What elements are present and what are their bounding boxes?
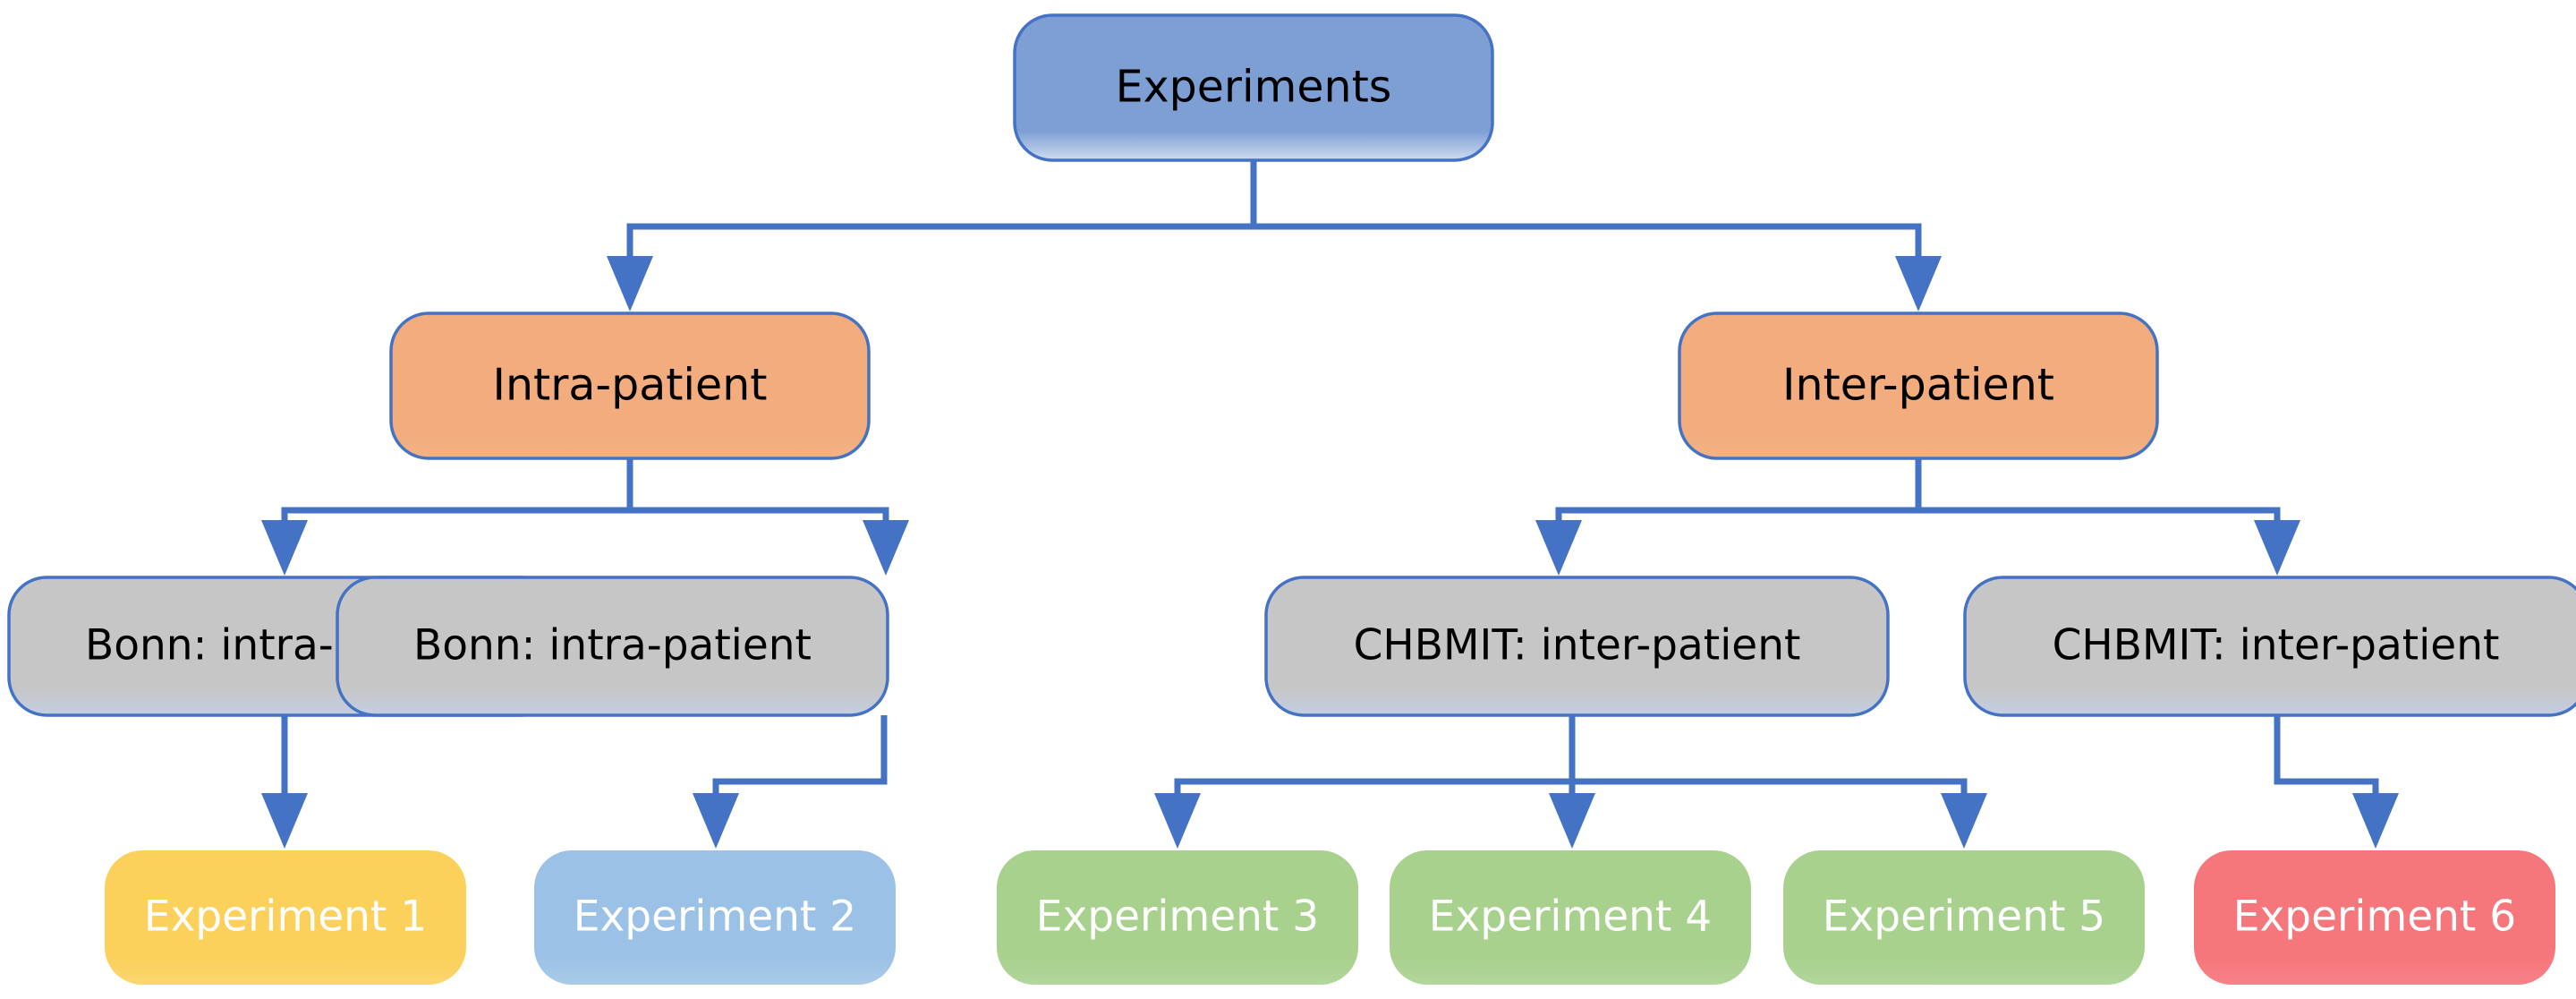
edge-intra-bonn2 [626, 458, 889, 533]
node-intra-shape [389, 312, 871, 460]
node-chb1[interactable]: CHBMIT: inter-patient [1264, 576, 1890, 717]
node-exp6-shape [2194, 850, 2555, 985]
node-root[interactable]: Experiments [1013, 13, 1494, 162]
node-exp5-shape [1783, 850, 2145, 985]
edge-bonn2-exp2 [712, 715, 888, 806]
edge-inter-chb2 [1915, 458, 2281, 533]
arrow-exp2-icon [693, 793, 739, 849]
arrow-chb1-icon [1535, 520, 1582, 576]
node-exp5[interactable]: Experiment 5 [1783, 850, 2145, 985]
edge-chb2-exp6 [2274, 715, 2379, 806]
edge-intra-bonn1 [281, 458, 633, 533]
node-inter[interactable]: Inter-patient [1678, 312, 2159, 460]
edge-chb1-exp5 [1569, 715, 1968, 806]
node-exp1-shape [105, 850, 466, 985]
arrow-exp3-icon [1154, 793, 1201, 849]
node-exp6[interactable]: Experiment 6 [2194, 850, 2555, 985]
node-exp2[interactable]: Experiment 2 [534, 850, 896, 985]
node-exp2-shape [534, 850, 896, 985]
arrow-exp6-icon [2352, 793, 2399, 849]
node-inter-shape [1678, 312, 2159, 460]
edge-root-inter [1250, 160, 1922, 269]
edge-inter-chb1 [1555, 458, 1922, 533]
connector-layer [281, 160, 2379, 806]
arrow-intra-icon [607, 256, 653, 312]
arrowhead-layer [261, 256, 2399, 849]
node-root-shape [1013, 13, 1494, 162]
arrow-exp1-icon [261, 793, 308, 849]
arrow-chb2-icon [2254, 520, 2300, 576]
arrow-exp4-icon [1549, 793, 1595, 849]
node-chb1-shape [1264, 576, 1890, 717]
node-exp4[interactable]: Experiment 4 [1390, 850, 1751, 985]
arrow-exp5-icon [1941, 793, 1987, 849]
node-chb2[interactable]: CHBMIT: inter-patient [1963, 576, 2576, 717]
arrow-bonn1-icon [261, 520, 308, 576]
node-chb2-shape [1963, 576, 2576, 717]
node-bonn2[interactable]: Bonn: intra-patient [336, 576, 889, 717]
node-exp3-shape [997, 850, 1358, 985]
node-exp1[interactable]: Experiment 1 [105, 850, 466, 985]
edge-chb1-exp3 [1174, 715, 1576, 806]
arrow-bonn2-icon [863, 520, 909, 576]
node-intra[interactable]: Intra-patient [389, 312, 871, 460]
node-exp4-shape [1390, 850, 1751, 985]
arrow-inter-icon [1895, 256, 1942, 312]
node-exp3[interactable]: Experiment 3 [997, 850, 1358, 985]
edge-root-intra [626, 160, 1257, 269]
node-bonn2-shape [336, 576, 889, 717]
